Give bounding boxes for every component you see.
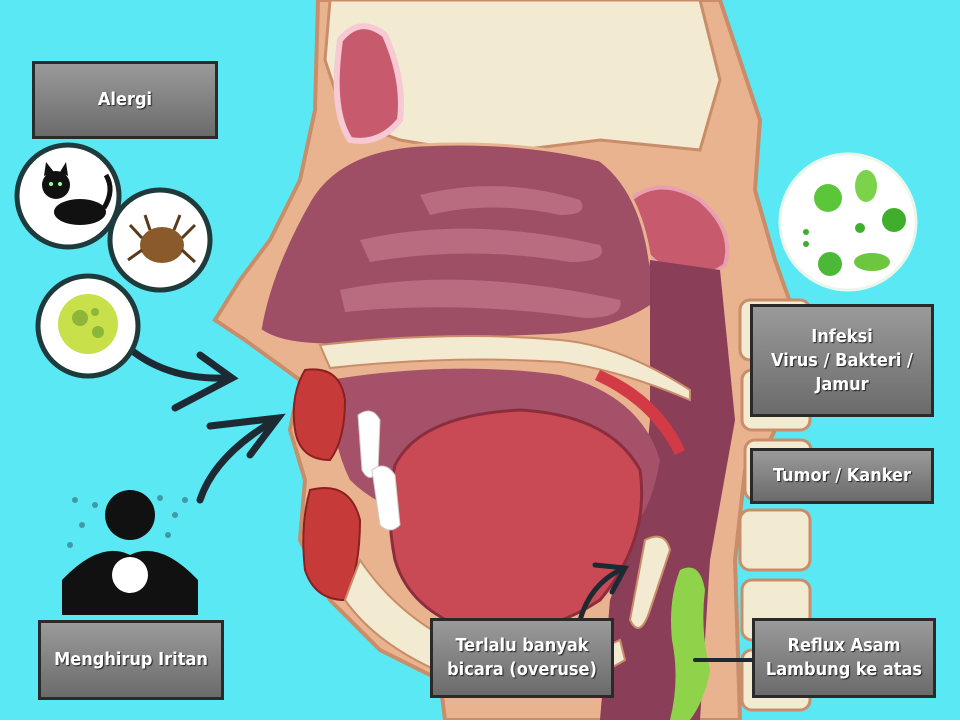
arrows — [116, 336, 754, 662]
label-infeksi-line-1: Infeksi — [811, 325, 873, 347]
label-menghirup: Menghirup Iritan — [38, 620, 224, 700]
cat-icon — [14, 142, 122, 250]
label-reflux: Reflux Asam Lambung ke atas — [752, 618, 936, 698]
label-infeksi-line-2: Virus / Bakteri / — [771, 349, 913, 371]
label-tumor: Tumor / Kanker — [750, 448, 934, 504]
label-menghirup-text: Menghirup Iritan — [54, 649, 208, 670]
label-alergi-text: Alergi — [97, 89, 153, 110]
turbinate-upper — [420, 186, 583, 215]
lower-tooth — [371, 465, 401, 531]
tongue — [388, 408, 644, 634]
turbinate-middle — [360, 228, 602, 262]
arrow-irritant-to-mouth — [196, 416, 279, 504]
acid-reflux — [670, 567, 710, 720]
hard-palate — [318, 335, 691, 402]
soft-palate — [595, 370, 685, 455]
pollen-icon — [35, 273, 141, 379]
label-terlalu-bicara-line-1: Terlalu banyak — [455, 635, 589, 656]
frontal-sinus — [333, 23, 404, 144]
label-reflux-line-2: Lambung ke atas — [765, 659, 923, 680]
upper-lip — [292, 368, 347, 462]
arrow-irritant-to-mouth-head — [206, 413, 286, 459]
label-infeksi: Infeksi Virus / Bakteri / Jamur — [750, 304, 934, 417]
arrow-overuse-to-throat — [577, 567, 623, 623]
label-tumor-text: Tumor / Kanker — [772, 465, 912, 486]
label-alergi: Alergi — [32, 61, 218, 139]
label-terlalu-bicara-line-2: bicara (overuse) — [447, 659, 597, 680]
label-terlalu-bicara: Terlalu banyak bicara (overuse) — [430, 618, 614, 698]
label-infeksi-line-3: Jamur — [815, 373, 869, 395]
turbinate-lower — [340, 279, 621, 318]
label-reflux-line-1: Reflux Asam — [787, 635, 901, 656]
arrow-overuse-to-throat-head — [592, 562, 629, 595]
dust-mite-icon — [107, 187, 213, 293]
arrow-allergy-to-nose-head — [171, 351, 239, 412]
epiglottis — [628, 535, 672, 629]
person-inhaling-smoke-icon — [62, 490, 198, 615]
microbes-icon — [778, 152, 918, 292]
